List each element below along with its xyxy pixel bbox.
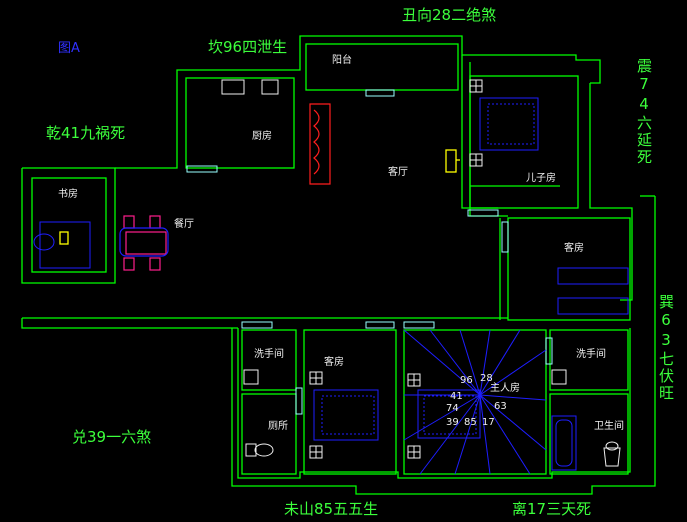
room-label-dining: 餐厅: [174, 219, 194, 230]
outer-south-east-wall: [231, 196, 656, 495]
room-label-washroom-right: 洗手间: [576, 349, 606, 360]
study-room-walls: [21, 167, 116, 284]
room-label-guest-room: 客房: [564, 243, 584, 254]
compass-number: 96: [460, 375, 473, 386]
south-block-walls: [237, 328, 631, 479]
son-room-door: [467, 209, 499, 217]
son-room-walls: [469, 75, 579, 209]
washroom-right-walls: [549, 329, 629, 391]
bathtub: [551, 415, 577, 471]
bed-son-room: [479, 97, 539, 151]
balcony-door: [365, 89, 395, 97]
walls: [21, 35, 656, 495]
bed-master: [417, 389, 481, 439]
bedroom-bottom-window: [365, 321, 395, 329]
room-label-son-room: 儿子房: [526, 173, 556, 184]
figure-label: 图A: [58, 41, 80, 56]
kitchen-walls: [185, 77, 295, 169]
study-chair: [33, 233, 55, 251]
east-upper-wall: [589, 83, 633, 301]
bedroom-bottom-walls: [303, 329, 397, 475]
compass-number: 28: [480, 373, 493, 384]
bed-bottom-quilt: [321, 395, 375, 435]
guest-room-door: [501, 221, 509, 253]
room-label-balcony: 阳台: [332, 55, 352, 66]
direction-right-upper: 震74六延死: [635, 58, 653, 166]
dining-set: [123, 215, 167, 271]
compass-number: 63: [494, 401, 507, 412]
beds: [33, 97, 629, 471]
bathroom-right-walls: [549, 393, 629, 475]
bunk-upper: [557, 267, 629, 285]
nightstands: [221, 79, 567, 459]
bunk-lower: [557, 297, 629, 315]
direction-top: 丑向28二绝煞: [402, 6, 497, 24]
compass-number: 85: [464, 417, 477, 428]
bed-son-room-quilt: [487, 103, 535, 145]
compass-number: 74: [446, 403, 459, 414]
room-label-toilet-left: 厕所: [268, 421, 288, 432]
direction-bottom-center: 未山85五五生: [284, 500, 379, 518]
direction-bottom-right: 离17三天死: [512, 500, 592, 518]
direction-right-lower: 巽63七伏旺: [657, 294, 675, 402]
toilet-left-door: [295, 387, 303, 415]
north-outer-wall: [115, 35, 601, 169]
compass-number: 41: [450, 391, 463, 402]
direction-top-left: 坎96四泄生: [208, 38, 288, 56]
master-room-walls: [403, 329, 547, 475]
bed-master-quilt: [423, 395, 477, 435]
compass-number: 17: [482, 417, 495, 428]
washroom-right-door: [545, 337, 553, 365]
room-label-washroom-left: 洗手间: [254, 349, 284, 360]
compass-lines: [403, 329, 547, 475]
sofa: [309, 103, 331, 185]
compass-number: 39: [446, 417, 459, 428]
study-desk: [39, 221, 91, 269]
room-label-bedroom-bottom: 客房: [324, 357, 344, 368]
washroom-left-window: [241, 321, 273, 329]
desk-lamp: [59, 231, 69, 245]
room-label-bathroom-right: 卫生间: [594, 421, 624, 432]
bed-bottom: [313, 389, 379, 441]
toilet-left-walls: [241, 393, 297, 475]
tv: [445, 149, 457, 173]
south-west-wall: [21, 318, 238, 329]
bathtub-inner: [555, 419, 573, 467]
room-label-living: 客厅: [388, 167, 408, 178]
tv-and-desk-lamp: [59, 149, 460, 245]
windows: [186, 89, 553, 415]
washroom-left-walls: [241, 329, 297, 391]
guest-room-walls: [507, 217, 631, 321]
study-inner-walls: [31, 177, 107, 273]
dining-table: [119, 227, 169, 257]
direction-left: 乾41九祸死: [46, 124, 126, 142]
room-label-master-room: 主人房: [490, 383, 520, 394]
toilets: [245, 441, 621, 467]
room-label-study: 书房: [58, 189, 78, 200]
balcony-walls: [305, 43, 459, 91]
kitchen-window: [186, 165, 218, 173]
master-room-window: [403, 321, 435, 329]
direction-bottom-left: 兑39一六煞: [72, 428, 152, 446]
room-label-kitchen: 厨房: [252, 131, 272, 142]
